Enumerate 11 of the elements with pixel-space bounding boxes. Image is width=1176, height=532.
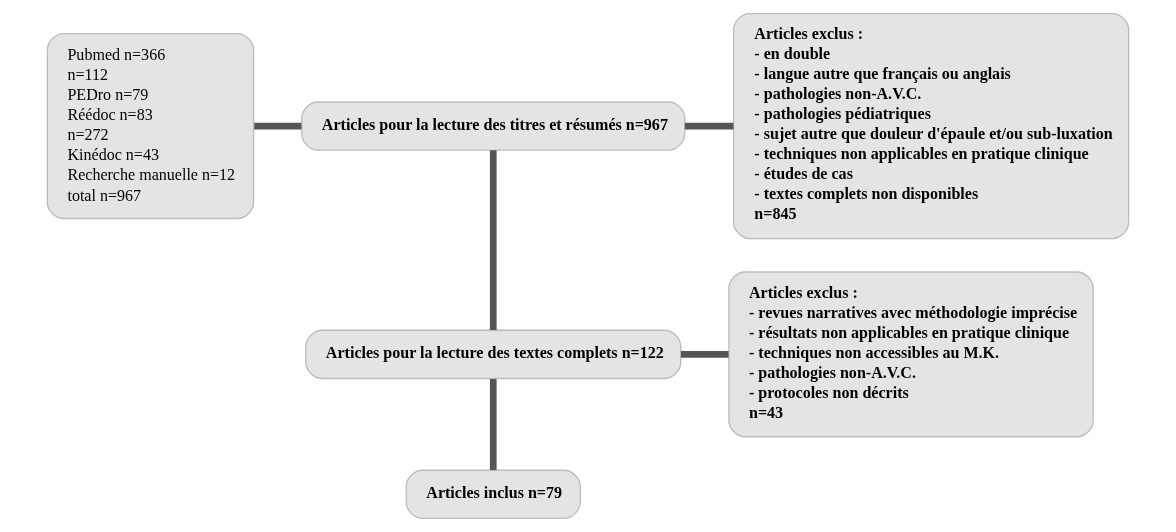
node-box: Pubmed n=366 n=112 PEDro n=79 Réédoc n=83 n=272 Kinédoc n=43 Recherche manuelle n=12 total n=967	[46, 33, 255, 220]
node-box: Articles pour la lecture des titres et résumés n=967	[301, 101, 686, 151]
node-box: Articles pour la lecture des textes complets n=122	[305, 329, 682, 380]
node-box: Articles exclus : - revues narratives avec méthodologie imprécise - résultats non applicables en pratique clinique - techniques non accessibles au M.K. - pathologies non-A.V.C. - protocoles non décrits n=43	[728, 271, 1094, 438]
node-box: Articles inclus n=79	[405, 469, 581, 520]
connector	[684, 122, 734, 130]
connector	[680, 351, 729, 358]
connector	[254, 122, 302, 130]
node-box: Articles exclus : - en double - langue autre que français ou anglais - pathologies non-A.V.C. - pathologies pédiatriques - sujet autre que douleur d'épaule et/ou sub-luxation - techniques non applicables en pratique clinique - études de cas - textes complets non disponibles n=845	[732, 12, 1130, 240]
connector	[489, 379, 497, 471]
connector	[489, 150, 497, 331]
